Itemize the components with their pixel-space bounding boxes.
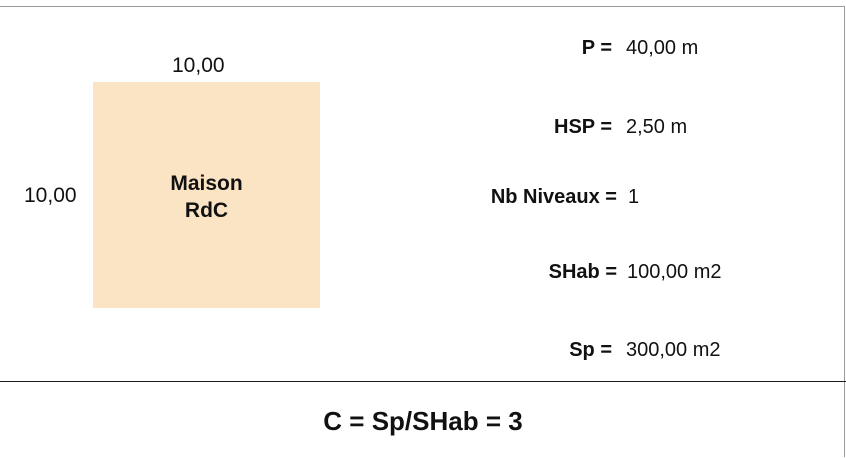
depth-dimension-label: 10,00 — [24, 184, 77, 207]
property-value: 1 — [628, 186, 640, 208]
property-label: Sp = — [569, 339, 612, 361]
property-levels: Nb Niveaux = 1 — [0, 184, 846, 210]
property-living-area: SHab = 100,00 m2 — [0, 259, 846, 285]
result-divider — [0, 381, 846, 382]
property-value: 100,00 m2 — [627, 261, 722, 283]
property-wall-area: Sp = 300,00 m2 — [0, 337, 846, 363]
house-footprint: Maison RdC — [93, 82, 320, 308]
width-dimension-label: 10,00 — [172, 54, 225, 77]
diagram-frame — [0, 6, 845, 457]
property-value: 2,50 m — [626, 116, 688, 138]
property-label: P = — [581, 37, 612, 59]
property-label: HSP = — [554, 116, 612, 138]
house-label-line2: RdC — [184, 199, 229, 222]
house-label-line1: Maison — [170, 172, 243, 195]
property-value: 40,00 m — [626, 37, 699, 59]
property-label: SHab = — [548, 261, 617, 283]
property-perimeter: P = 40,00 m — [0, 35, 846, 61]
property-value: 300,00 m2 — [626, 339, 721, 361]
property-label: Nb Niveaux = — [490, 186, 617, 208]
house-label: Maison RdC — [93, 170, 320, 224]
result-formula: C = Sp/SHab = 3 — [323, 406, 523, 436]
property-ceiling-height: HSP = 2,50 m — [0, 114, 846, 140]
